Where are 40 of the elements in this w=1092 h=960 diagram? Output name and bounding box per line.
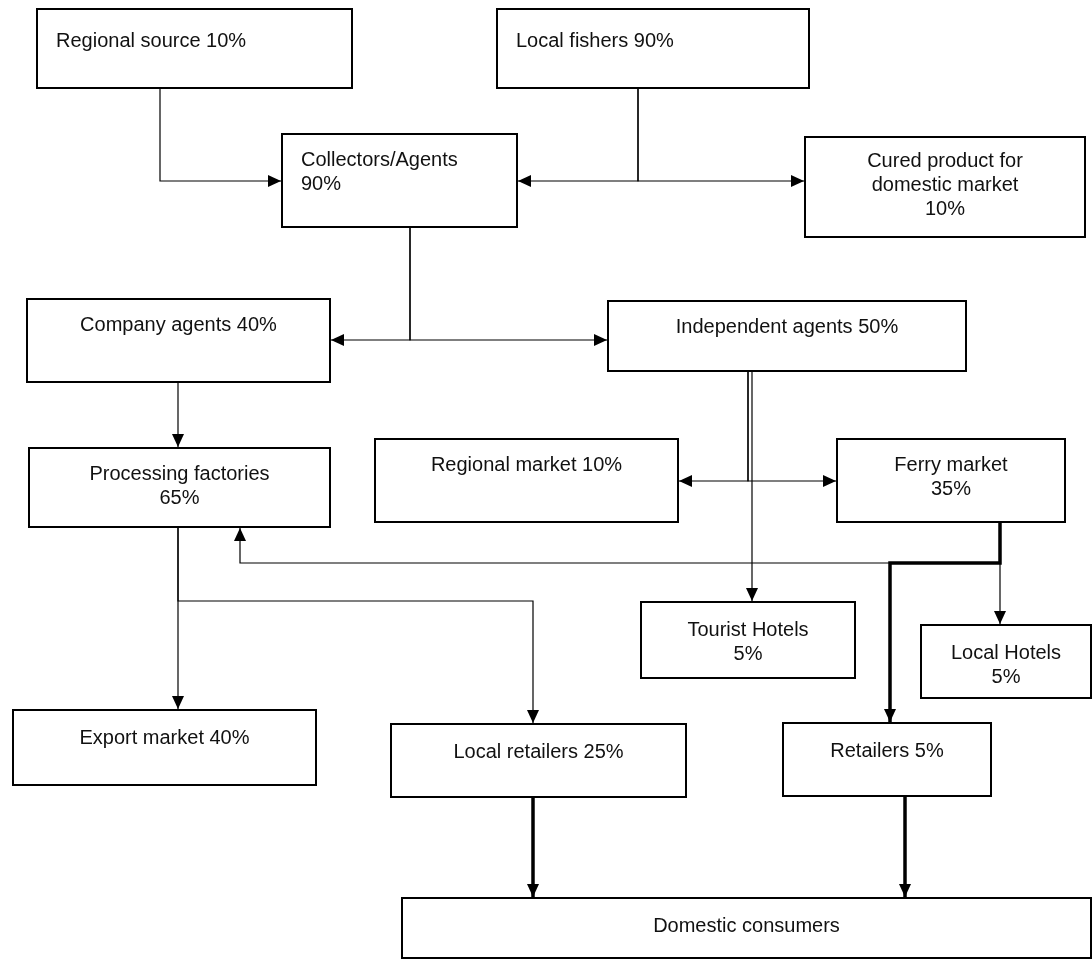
process-box [782, 722, 992, 797]
node-label: Collectors/Agents 90% [301, 147, 459, 195]
process-box [12, 709, 317, 786]
process-box [28, 447, 331, 528]
node-label: Regional source 10% [56, 28, 248, 52]
process-box [920, 624, 1092, 699]
node-label: Local fishers 90% [516, 28, 675, 52]
process-box [390, 723, 687, 798]
node-label: Tourist Hotels 5% [686, 617, 810, 665]
node-label: Cured product for domestic market 10% [866, 148, 1024, 220]
node-label: Processing factories 65% [88, 461, 271, 509]
arrow [899, 797, 911, 897]
process-box [804, 136, 1086, 238]
process-box [26, 298, 331, 383]
process-box [836, 438, 1066, 523]
arrow [527, 798, 539, 897]
arrow [747, 371, 837, 487]
node-label: Export market 40% [78, 725, 251, 749]
arrow [409, 227, 608, 346]
arrow [746, 371, 758, 602]
process-box [640, 601, 856, 679]
node-label: Company agents 40% [79, 312, 278, 336]
process-box [401, 897, 1092, 959]
process-box [374, 438, 679, 523]
node-label: Independent agents 50% [674, 314, 900, 338]
node-label: Local Hotels 5% [949, 640, 1063, 688]
arrow [637, 88, 805, 187]
arrow [884, 523, 1002, 722]
node-label: Domestic consumers [652, 913, 841, 937]
process-box [607, 300, 967, 372]
node-label: Local retailers 25% [452, 739, 625, 763]
node-label: Regional market 10% [429, 452, 624, 476]
node-label: Ferry market 35% [893, 452, 1009, 500]
process-box [281, 133, 518, 228]
arrow [177, 527, 539, 724]
arrow [159, 88, 282, 187]
node-label: Retailers 5% [829, 738, 945, 762]
process-box [36, 8, 353, 89]
process-box [496, 8, 810, 89]
arrow [172, 382, 184, 448]
